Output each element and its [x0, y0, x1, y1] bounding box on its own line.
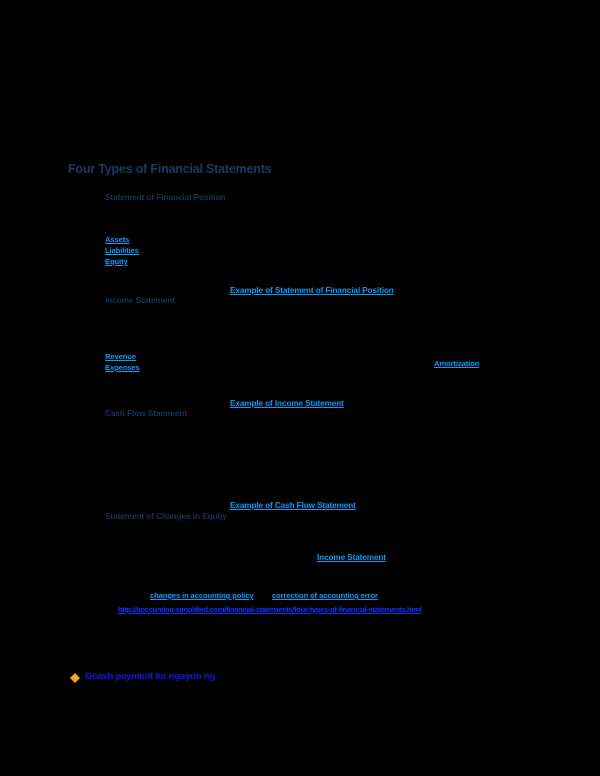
page-title: Four Types of Financial Statements: [68, 162, 272, 176]
link-source-url[interactable]: http://accounting-simplified.com/financi…: [118, 605, 422, 614]
list-income-statement-components: Revenue Expenses: [105, 352, 140, 372]
link-liabilities[interactable]: Liabilities: [105, 246, 139, 255]
link-equity[interactable]: Equity: [105, 257, 128, 266]
link-example-of-income-statement[interactable]: Example of Income Statement: [230, 399, 344, 408]
link-expenses[interactable]: Expenses: [105, 363, 140, 372]
heading-income-statement: Income Statement: [105, 295, 175, 305]
list-statement-of-financial-position-components: Assets Liabilities Equity: [105, 235, 139, 266]
link-assets[interactable]: Assets: [105, 235, 130, 244]
link-example-of-statement-of-financial-position[interactable]: Example of Statement of Financial Positi…: [230, 286, 394, 295]
orange-diamond-bullet-icon: [70, 668, 80, 683]
link-correction-of-accounting-error[interactable]: correction of accounting error: [272, 591, 378, 600]
annotation-row: Gcash payment ko ngayon ng: [70, 668, 215, 683]
link-revenue[interactable]: Revenue: [105, 352, 136, 361]
heading-statement-of-changes-in-equity: Statement of Changes in Equity: [105, 511, 227, 521]
link-changes-in-accounting-policy[interactable]: changes in accounting policy: [150, 591, 254, 600]
link-income-statement[interactable]: Income Statement: [317, 553, 386, 562]
annotation-text: Gcash payment ko ngayon ng: [85, 671, 215, 682]
link-example-of-cash-flow-statement[interactable]: Example of Cash Flow Statement: [230, 501, 356, 510]
link-amortization[interactable]: Amortization: [434, 359, 480, 368]
heading-cash-flow-statement: Cash Flow Statement: [105, 408, 188, 418]
heading-statement-of-financial-position: Statement of Financial Position: [105, 192, 226, 202]
